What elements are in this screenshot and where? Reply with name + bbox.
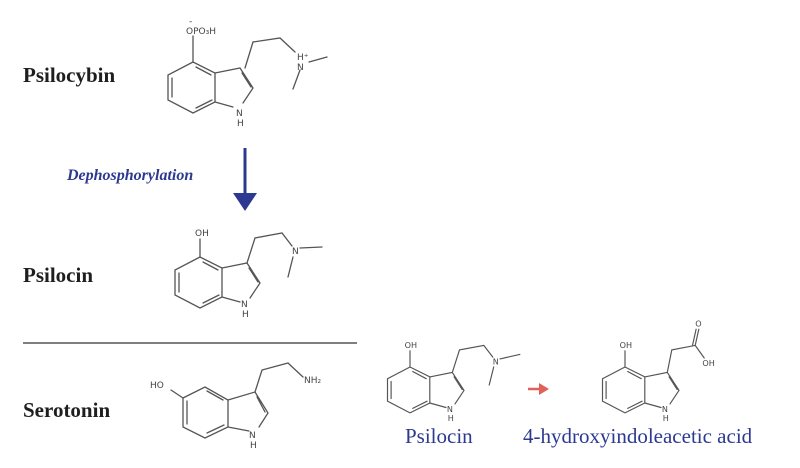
psilocybin-structure: OPO₃H - H⁺ N N H <box>167 17 328 129</box>
atom-oh: OH <box>405 340 417 350</box>
label-serotonin: Serotonin <box>23 398 110 422</box>
atom-n: N <box>292 247 299 257</box>
atom-ho: HO <box>150 381 164 391</box>
atom-nh: N <box>236 109 243 119</box>
atom-n: N <box>297 63 304 73</box>
psilocin-structure: OH N N H <box>174 229 323 320</box>
atom-nh: N <box>447 404 453 414</box>
atom-oh: OH <box>195 229 209 239</box>
label-psilocybin: Psilocybin <box>23 63 116 87</box>
atom-nh: N <box>241 300 248 310</box>
atom-oh: OH <box>620 340 632 350</box>
atom-nh: N <box>662 404 668 414</box>
down-arrow <box>233 148 257 211</box>
atom-n: N <box>493 356 499 366</box>
label-psilocin-bottom: Psilocin <box>405 424 473 448</box>
atom-nh: N <box>249 431 256 441</box>
right-arrow <box>528 383 549 395</box>
atom-h: H <box>448 413 454 423</box>
atom-h: H <box>663 413 669 423</box>
serotonin-structure: HO NH₂ N H <box>150 362 322 451</box>
atom-h: H <box>250 441 257 451</box>
psilocin-structure-small: OH N N H <box>386 340 521 423</box>
atom-nh2: NH₂ <box>304 376 322 386</box>
charge: - <box>189 17 192 27</box>
atom-o: O <box>695 319 701 329</box>
atom-h-plus: H⁺ <box>297 53 309 63</box>
atom-oh-acid: OH <box>702 358 714 368</box>
metabolite-structure: OH O OH N H <box>601 319 715 423</box>
atom-h: H <box>242 310 249 320</box>
label-metabolite: 4-hydroxyindoleacetic acid <box>523 424 753 448</box>
label-dephosphorylation: Dephosphorylation <box>66 167 193 184</box>
label-psilocin: Psilocin <box>23 263 93 287</box>
phosphate-group: OPO₃H <box>186 27 216 37</box>
atom-h: H <box>237 119 244 129</box>
